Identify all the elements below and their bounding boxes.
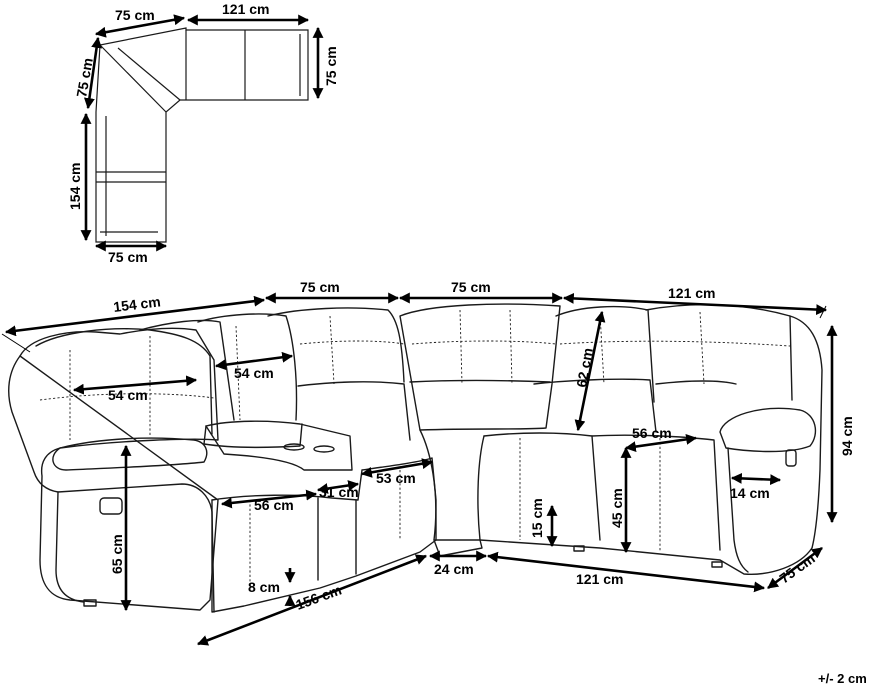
label-corner-left: 75 cm bbox=[300, 279, 340, 295]
label-armrest-clearance: 14 cm bbox=[730, 485, 770, 501]
plan-view: 75 cm 121 cm 75 cm 75 cm 154 cm 75 cm bbox=[67, 1, 339, 265]
dim-seat-depth-a bbox=[220, 489, 318, 509]
label-seat-depth-b: 53 cm bbox=[376, 470, 416, 486]
dim-armrest-clearance bbox=[730, 472, 782, 486]
label-corner-right: 75 cm bbox=[451, 279, 491, 295]
leg-left bbox=[83, 599, 97, 607]
dim-base-right bbox=[486, 551, 766, 593]
dim-base-left bbox=[196, 554, 428, 646]
label-seat-width-left: 54 cm bbox=[108, 387, 148, 403]
plan-dim-top-left bbox=[94, 14, 186, 38]
tolerance-note: +/- 2 cm bbox=[818, 671, 867, 686]
leg-right bbox=[711, 561, 723, 568]
label-leg-clearance: 15 cm bbox=[529, 498, 545, 538]
dim-depth-right bbox=[767, 546, 823, 590]
dim-total-right bbox=[562, 292, 828, 316]
plan-label-bottom: 75 cm bbox=[108, 249, 148, 265]
label-total-left: 154 cm bbox=[112, 293, 161, 315]
label-console-width: 31 cm bbox=[319, 484, 359, 500]
label-total-height: 94 cm bbox=[839, 416, 855, 456]
sofa-drawing bbox=[8, 303, 823, 613]
label-corner-base: 24 cm bbox=[434, 561, 474, 577]
label-seat-height-left: 65 cm bbox=[109, 534, 125, 574]
plan-label-top-left: 75 cm bbox=[115, 7, 155, 23]
sofa-dimensions: 154 cm 75 cm 75 cm 121 cm 54 cm 54 cm 62… bbox=[1, 279, 855, 646]
plan-label-right-depth: 75 cm bbox=[323, 46, 339, 86]
label-base-right: 121 cm bbox=[576, 571, 623, 587]
plan-dim-left-diagonal bbox=[83, 36, 103, 110]
cup-holder-right-icon bbox=[313, 445, 335, 453]
dim-armrest-width bbox=[624, 433, 698, 453]
dim-console-width bbox=[316, 480, 360, 494]
dim-seat-width-mid bbox=[214, 351, 294, 371]
dim-seat-width-left bbox=[72, 375, 198, 395]
label-base-left: 156 cm bbox=[294, 582, 344, 613]
dim-backrest-height bbox=[574, 310, 606, 432]
label-backrest-height: 62 cm bbox=[573, 347, 596, 389]
label-seat-height-right: 45 cm bbox=[609, 488, 625, 528]
recline-button-left-icon bbox=[99, 497, 123, 515]
label-floor-gap: 8 cm bbox=[248, 579, 280, 595]
label-armrest-width: 56 cm bbox=[632, 425, 672, 441]
label-depth-right: 75 cm bbox=[776, 550, 818, 586]
plan-label-left-diagonal: 75 cm bbox=[73, 57, 96, 99]
cup-holder-left-icon bbox=[283, 443, 305, 451]
dim-seat-depth-b bbox=[360, 458, 434, 478]
plan-label-top-right: 121 cm bbox=[222, 1, 269, 17]
plan-label-left-length: 154 cm bbox=[67, 163, 83, 210]
plan-outline bbox=[95, 27, 309, 243]
dim-total-left bbox=[4, 295, 266, 337]
label-total-right: 121 cm bbox=[668, 285, 715, 301]
recline-button-right-icon bbox=[785, 449, 797, 467]
label-seat-depth-a: 56 cm bbox=[254, 497, 294, 513]
leg-mid bbox=[573, 545, 585, 552]
label-seat-width-mid: 54 cm bbox=[234, 365, 274, 381]
